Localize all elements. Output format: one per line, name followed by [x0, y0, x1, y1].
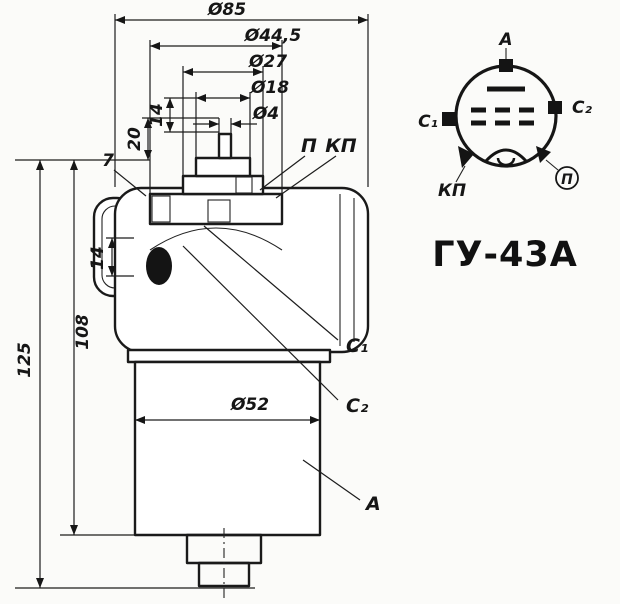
cathode-notch [496, 157, 516, 167]
electrode-leaders: П КП С₁ С₂ А [182, 135, 381, 515]
ring-18 [194, 156, 252, 178]
dim-label-18: Ø18 [250, 78, 289, 98]
dim-label-14-top: 14 [147, 103, 167, 127]
dim-label-4: Ø4 [252, 104, 279, 124]
pin-kp-tab [458, 146, 474, 168]
pin-c1-tab [442, 112, 457, 126]
dim-label-125: 125 [15, 342, 35, 378]
seal-dome [149, 227, 283, 251]
dim-label-44-5: Ø44,5 [244, 26, 301, 46]
pin-p-circle [555, 166, 579, 190]
pin-a-tab [499, 59, 513, 72]
ring-44-5 [148, 192, 284, 226]
pinout-label-kp: КП [438, 181, 466, 201]
flange [126, 348, 332, 364]
leader-a [302, 459, 361, 501]
pinout-diagram: А С₂ С₁ КП П [418, 30, 592, 201]
pin-kp-tick [455, 165, 466, 183]
hatch-detail [235, 176, 253, 194]
leader-kp [275, 155, 337, 199]
ring-27 [181, 174, 265, 196]
pinout-label-a: А [497, 30, 512, 50]
leader-p [259, 155, 306, 191]
leader-7 [113, 169, 147, 197]
electrode-label-p: П [301, 135, 317, 157]
tube-side-view [92, 132, 370, 600]
pin-p-tick [545, 159, 559, 171]
electrode-label-a: А [364, 493, 381, 515]
dimension-annotations: Ø85 Ø44,5 Ø27 Ø18 Ø4 125 108 2 [15, 0, 369, 589]
dim-label-52: Ø52 [230, 395, 269, 415]
pinout-label-c1: С₁ [418, 112, 438, 132]
pin-p-tab [536, 146, 551, 163]
leader-c2 [182, 245, 339, 401]
pin-4 [217, 132, 233, 160]
leader-c1 [203, 225, 339, 341]
pin-c2-tab [548, 101, 562, 114]
pinout-label-p: П [561, 172, 573, 188]
tube-type-title: ГУ-43А [432, 235, 578, 275]
seal-blob [146, 247, 172, 285]
dim-label-7: 7 [102, 151, 114, 171]
anode-cylinder [133, 360, 322, 537]
dim-label-14-left: 14 [88, 246, 108, 270]
dim-label-20: 20 [125, 127, 145, 151]
hatch-detail [151, 195, 171, 223]
cathode-symbol [484, 148, 528, 163]
dim-label-85: Ø85 [207, 0, 246, 20]
hatch-detail [207, 199, 231, 223]
electrode-label-kp: КП [325, 135, 357, 157]
dim-label-108: 108 [73, 314, 93, 350]
dim-label-27: Ø27 [248, 52, 287, 72]
electrode-label-c1: С₁ [346, 335, 368, 357]
pinout-label-c2: С₂ [572, 98, 592, 118]
electrode-label-c2: С₂ [346, 395, 369, 417]
